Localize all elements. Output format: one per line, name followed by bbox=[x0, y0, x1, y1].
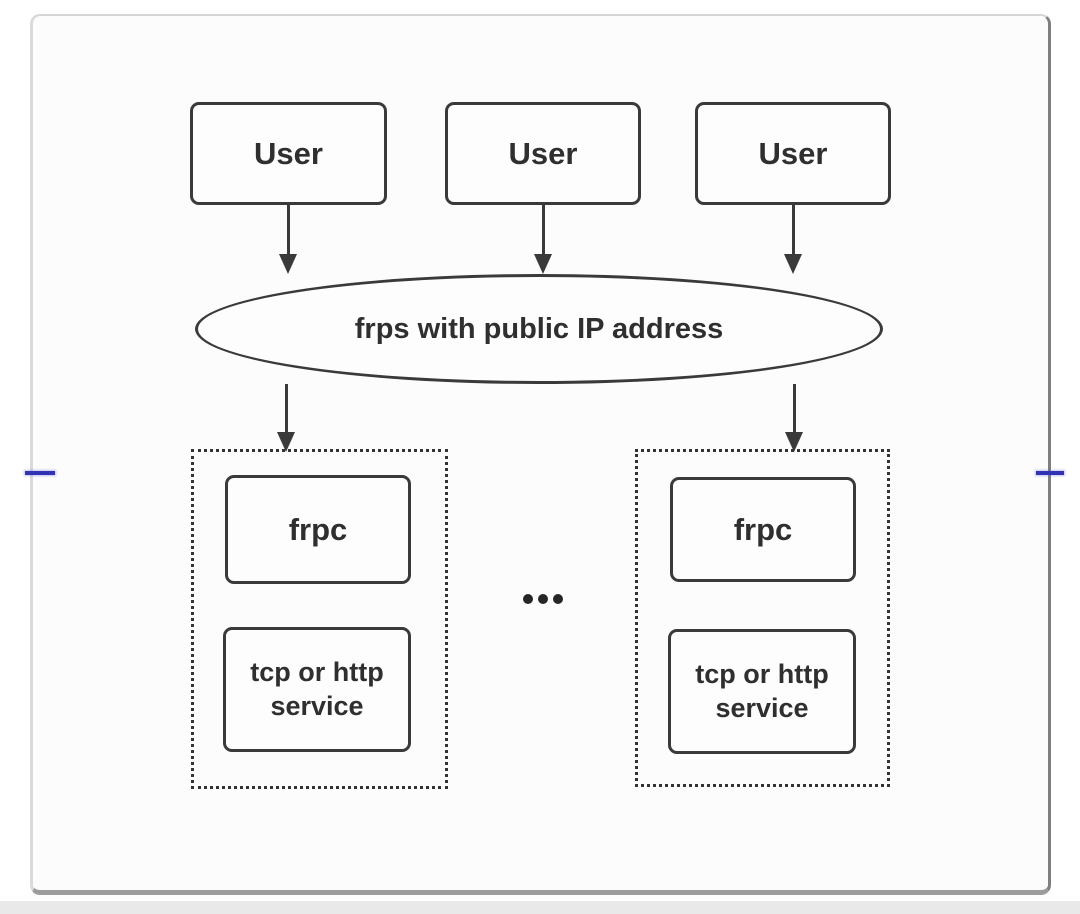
frpc-node-left-label: frpc bbox=[288, 511, 348, 547]
blue-dash-marker-left bbox=[25, 471, 55, 475]
service-node-right: tcp or http service bbox=[668, 629, 856, 754]
arrow-head-down-icon bbox=[277, 432, 295, 452]
page-bottom-strip bbox=[0, 901, 1080, 914]
service-node-left-label: tcp or http service bbox=[250, 656, 384, 721]
client-group-left bbox=[191, 449, 448, 789]
user-node-1-label: User bbox=[254, 135, 323, 171]
arrow-shaft bbox=[286, 205, 290, 254]
arrow-user1-to-frps bbox=[279, 205, 297, 274]
arrow-head-down-icon bbox=[784, 254, 802, 274]
ellipsis-dot bbox=[523, 594, 533, 604]
arrow-head-down-icon bbox=[785, 432, 803, 452]
user-node-3: User bbox=[695, 102, 891, 205]
arrow-frps-to-group-left bbox=[277, 384, 295, 452]
user-node-3-label: User bbox=[758, 135, 828, 171]
user-node-2: User bbox=[445, 102, 641, 205]
diagram-card: User User User frps with public IP addre… bbox=[30, 14, 1051, 895]
frps-server-label: frps with public IP address bbox=[354, 312, 724, 345]
ellipsis-dot bbox=[553, 594, 563, 604]
blue-dash-marker-right bbox=[1036, 471, 1064, 475]
ellipsis-dot bbox=[538, 594, 548, 604]
frpc-node-left: frpc bbox=[225, 475, 411, 584]
arrow-head-down-icon bbox=[279, 254, 297, 274]
service-node-right-label: tcp or http service bbox=[695, 658, 829, 723]
service-node-left: tcp or http service bbox=[223, 627, 411, 752]
more-clients-ellipsis bbox=[523, 594, 563, 604]
user-node-1: User bbox=[190, 102, 387, 205]
arrow-user3-to-frps bbox=[784, 205, 802, 274]
frpc-node-right-label: frpc bbox=[733, 511, 793, 547]
user-node-2-label: User bbox=[508, 135, 578, 171]
client-group-right bbox=[635, 449, 890, 787]
arrow-shaft bbox=[792, 384, 796, 432]
arrow-shaft bbox=[284, 384, 288, 432]
frps-server-node: frps with public IP address bbox=[195, 274, 883, 384]
arrow-head-down-icon bbox=[534, 254, 552, 274]
frpc-node-right: frpc bbox=[670, 477, 856, 582]
arrow-shaft bbox=[791, 205, 795, 254]
arrow-user2-to-frps bbox=[534, 205, 552, 274]
arrow-frps-to-group-right bbox=[785, 384, 803, 452]
arrow-shaft bbox=[541, 205, 545, 254]
